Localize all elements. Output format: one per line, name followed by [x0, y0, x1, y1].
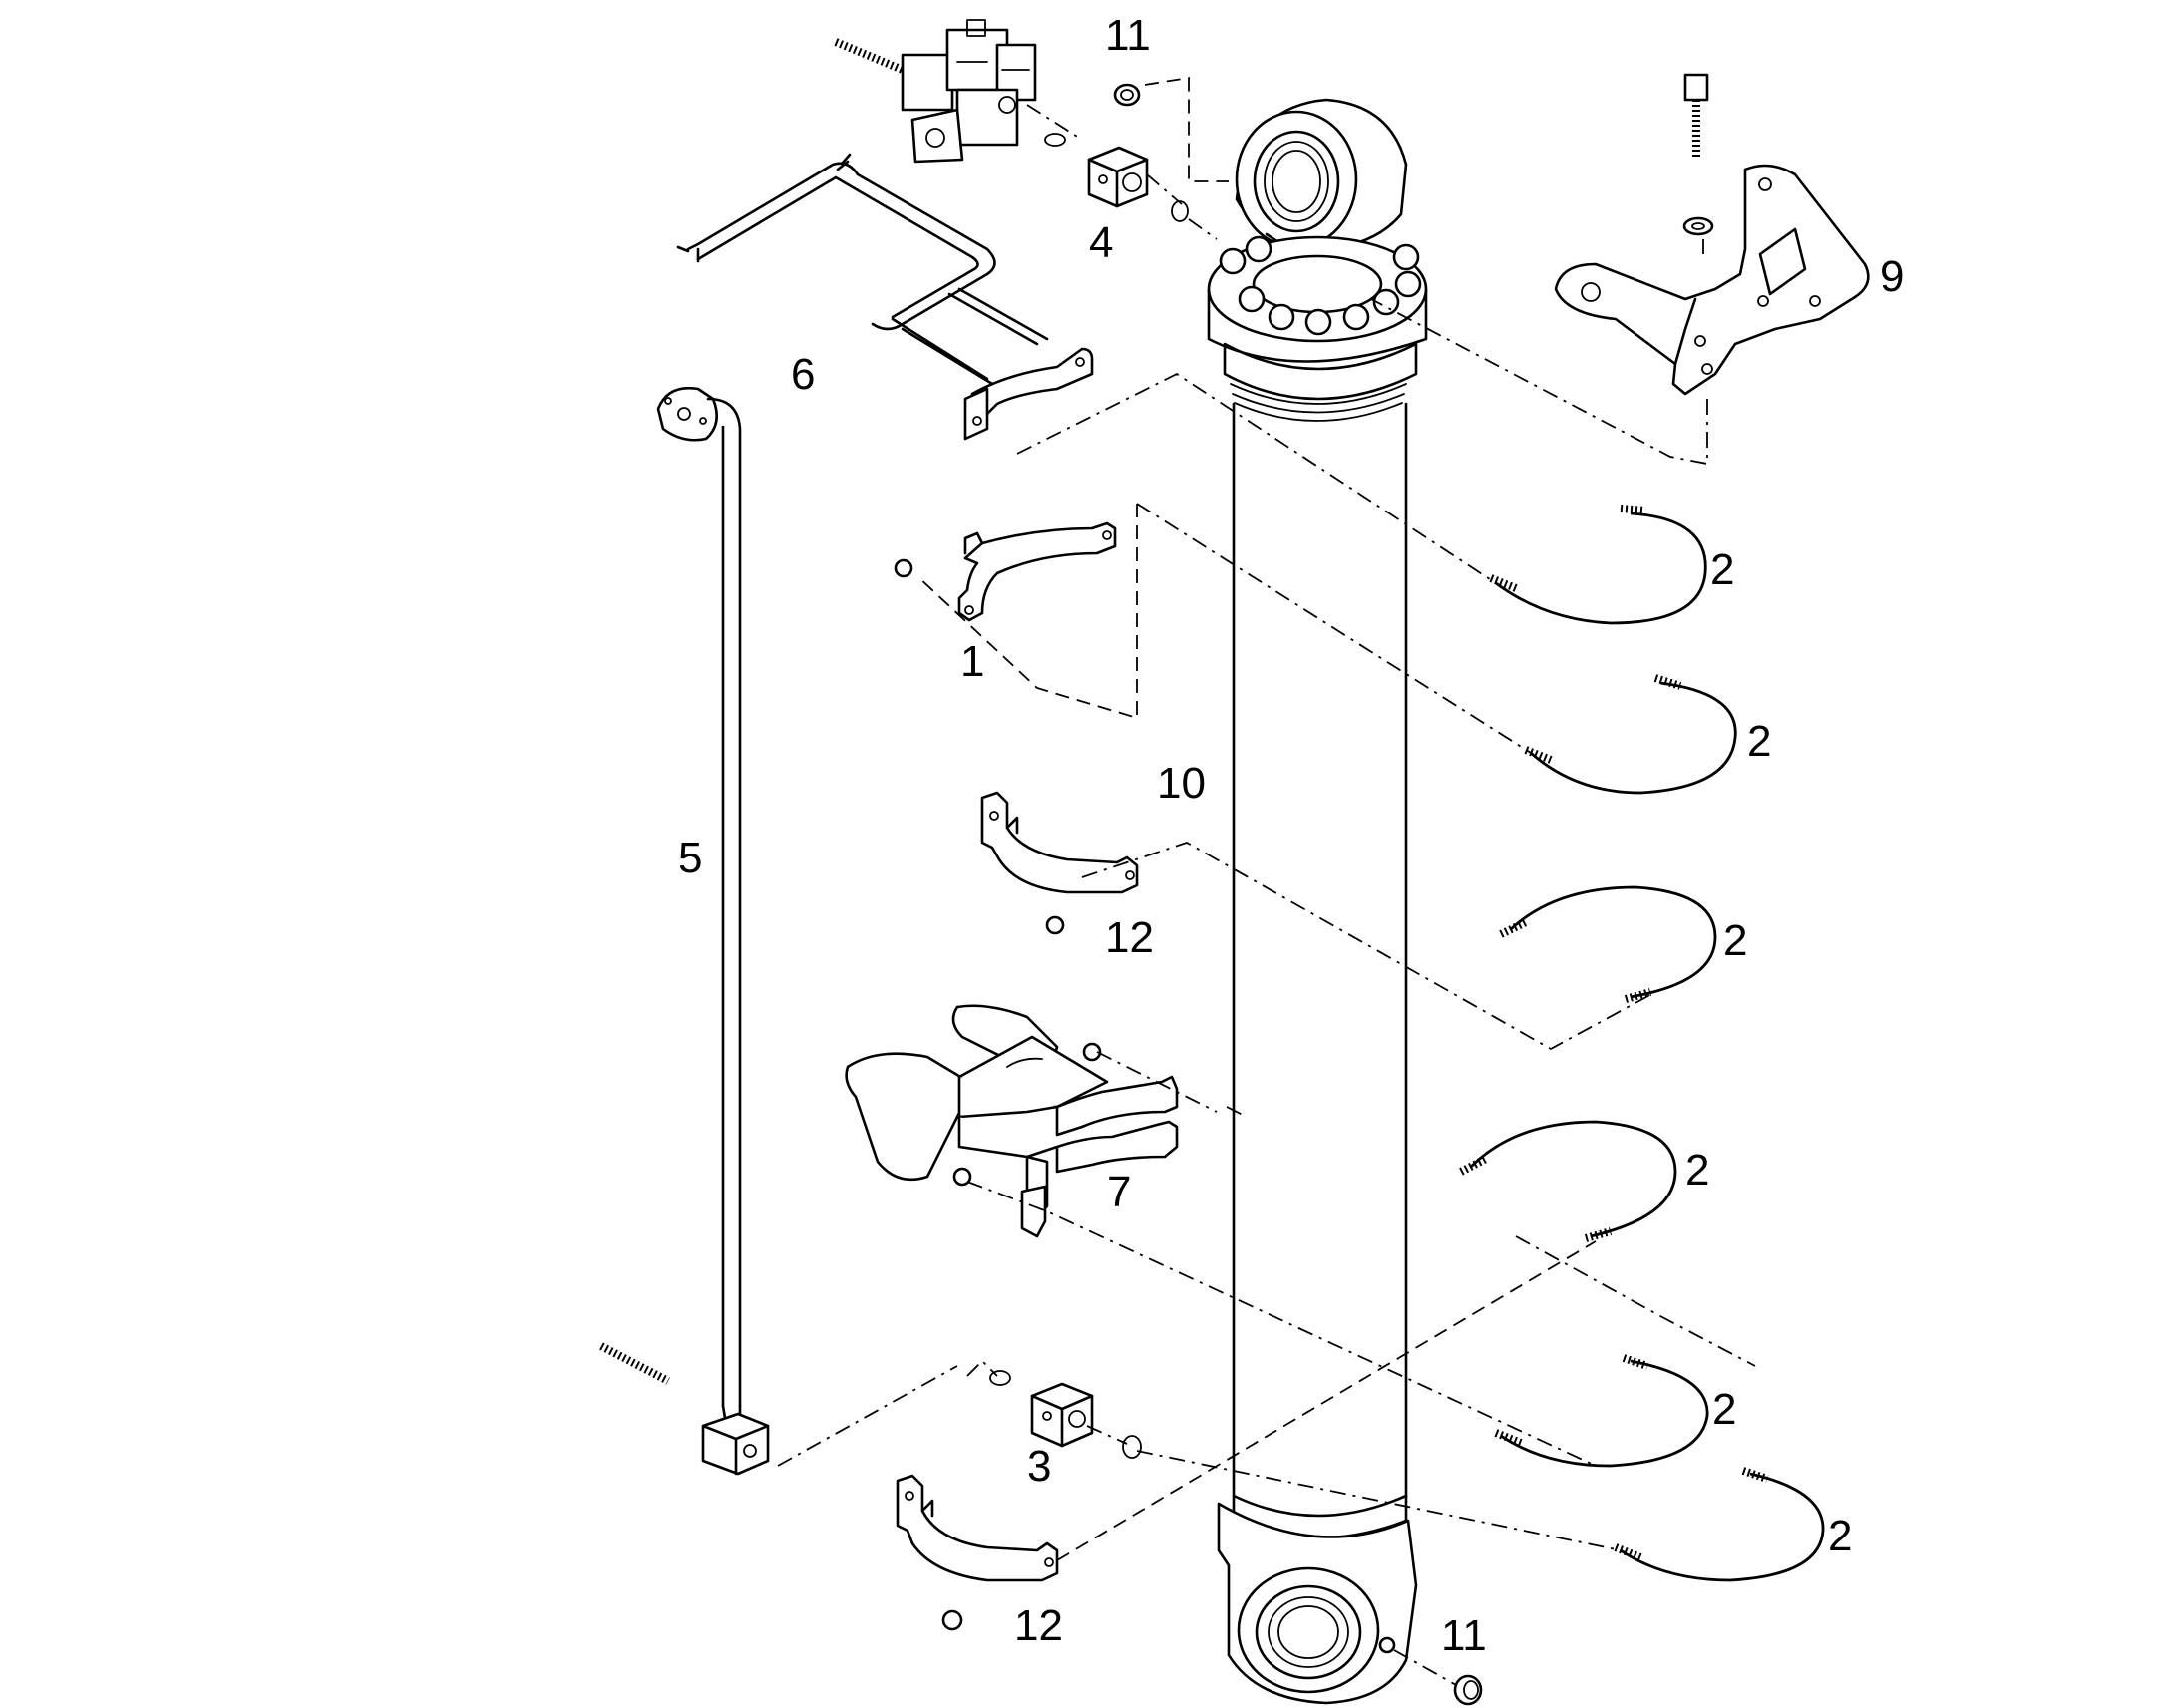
flange-adapter-top	[1044, 83, 1189, 222]
valve-block	[834, 19, 1037, 164]
callout-2-b: 2	[1747, 717, 1771, 766]
cylinder-head	[1207, 235, 1428, 422]
u-bolt-5	[1494, 1354, 1709, 1468]
hydraulic-cylinder	[1207, 98, 1428, 1705]
cylinder-barrel	[1232, 402, 1408, 1539]
mounting-bracket	[1554, 73, 1870, 396]
u-bolt-1	[1489, 505, 1707, 625]
callout-1: 1	[960, 637, 984, 686]
callout-labels: 11 4 6 9 2 1 2 10 5 12 2 7 2 2 3 2 12 11	[678, 11, 1904, 1660]
hydraulic-tube	[599, 386, 770, 1476]
callout-2-a: 2	[1710, 545, 1734, 594]
callout-12-b: 12	[1014, 1601, 1063, 1650]
callout-3: 3	[1027, 1442, 1051, 1491]
assembly-lines	[777, 76, 1756, 1686]
u-bolt-3	[1499, 885, 1717, 1003]
callout-2-d: 2	[1685, 1146, 1709, 1195]
callout-12-a: 12	[1105, 913, 1154, 962]
callout-6: 6	[791, 350, 815, 399]
callout-5: 5	[678, 834, 702, 882]
u-bolt-4	[1459, 1120, 1677, 1242]
u-bolt-2	[1524, 674, 1737, 795]
u-bolt-6	[1614, 1467, 1825, 1582]
callout-10: 10	[1157, 759, 1206, 808]
cylinder-base-eye	[1217, 1502, 1418, 1705]
plug-bottom	[1453, 1674, 1483, 1706]
callout-11-bottom: 11	[1441, 1611, 1487, 1660]
callout-9: 9	[1880, 252, 1904, 301]
pipe-clamp-10	[980, 791, 1139, 935]
callout-2-e: 2	[1712, 1385, 1736, 1434]
callout-7: 7	[1107, 1168, 1131, 1216]
callout-4: 4	[1089, 218, 1113, 267]
callout-11-top: 11	[1105, 11, 1151, 60]
callout-2-c: 2	[1723, 916, 1747, 965]
flange-adapter-bottom	[989, 1370, 1142, 1459]
pipe-clamp-1	[894, 521, 1117, 622]
callout-2-f: 2	[1828, 1512, 1852, 1560]
pipe-clamp-12	[896, 1474, 1059, 1631]
support-bracket	[845, 1004, 1179, 1238]
u-bolts	[1459, 505, 1825, 1582]
guard-frame	[676, 153, 1094, 441]
